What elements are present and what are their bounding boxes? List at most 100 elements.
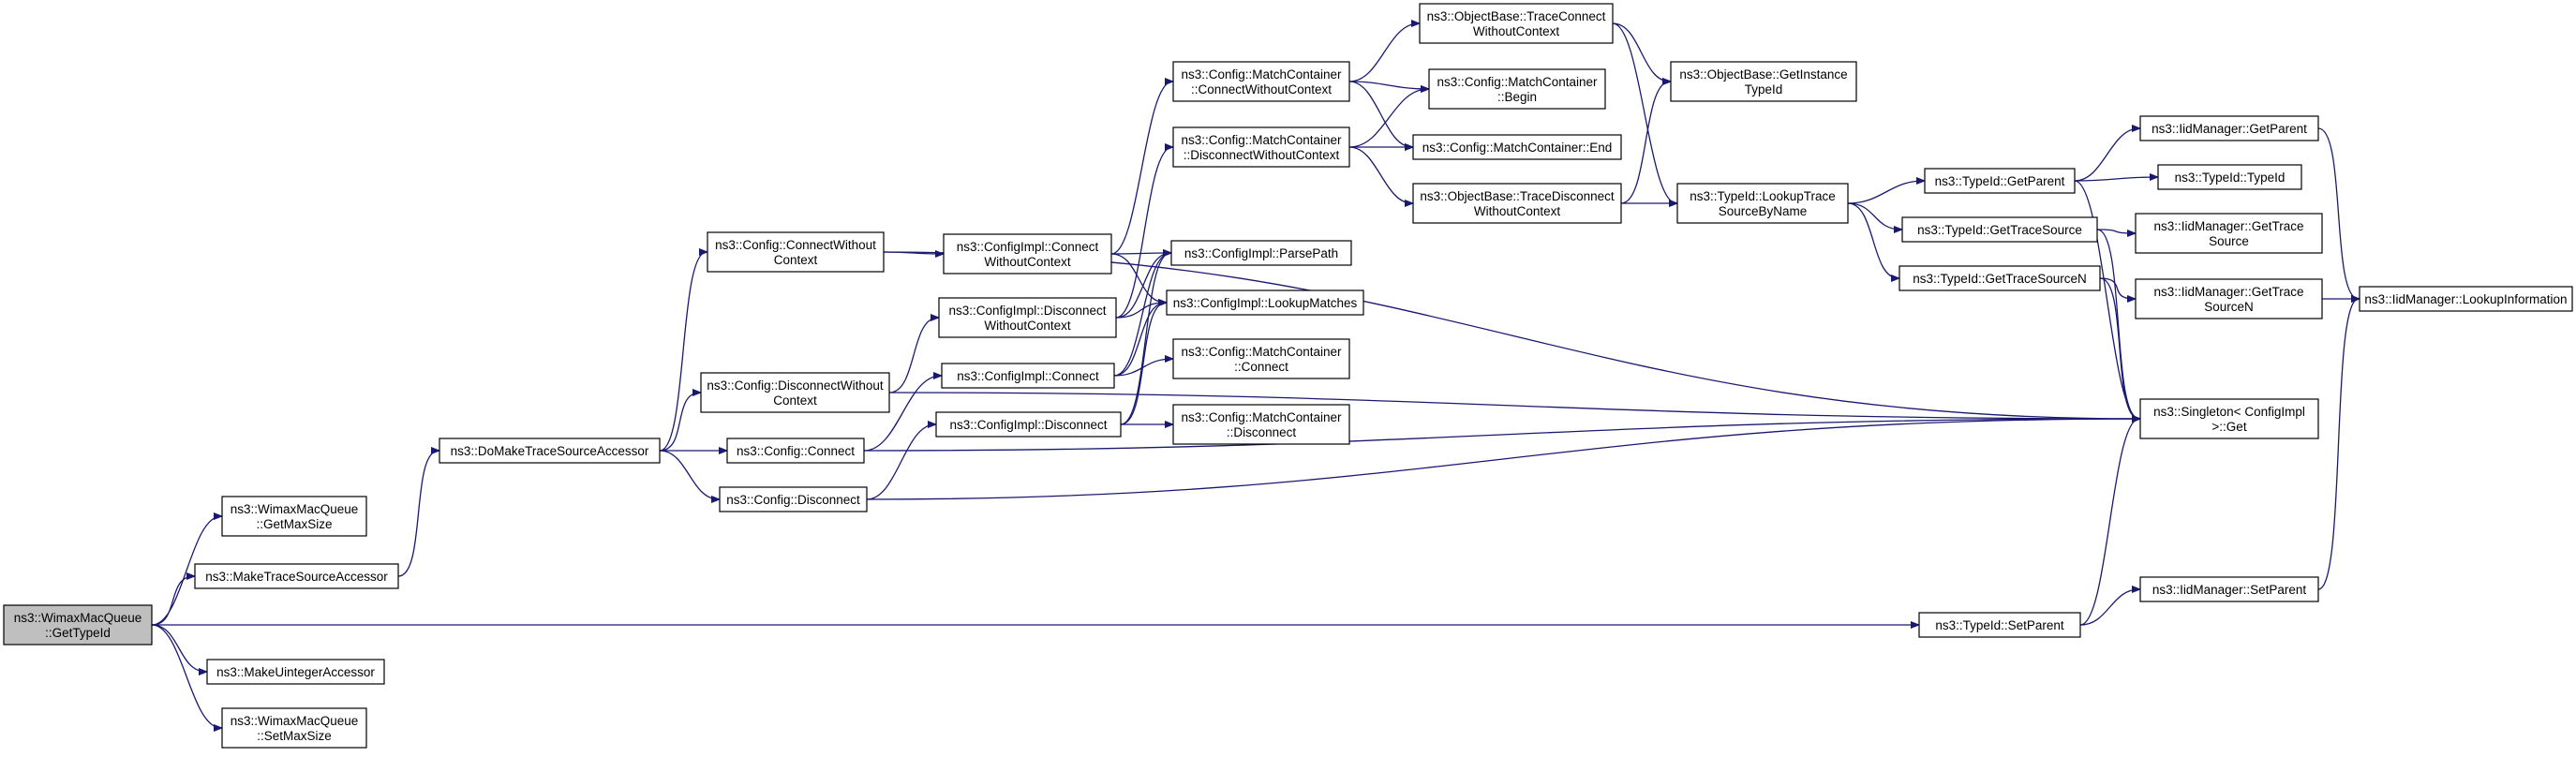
node-cfgDiscWC[interactable]: ns3::Config::DisconnectWithoutContext: [700, 372, 890, 413]
node-label-obGetInstTid-0: ns3::ObjectBase::GetInstance: [1679, 67, 1847, 82]
node-makeTSA[interactable]: ns3::MakeTraceSourceAccessor: [194, 563, 399, 589]
node-label-setMaxSize-1: ::SetMaxSize: [257, 729, 332, 743]
node-box-mcDiscWC[interactable]: [1172, 126, 1350, 168]
node-label-cfgConnect-0: ns3::Config::Connect: [737, 444, 855, 458]
edge-tidGetTS-to-singletonGet: [2096, 229, 2139, 419]
node-box-getMaxSize[interactable]: [221, 496, 367, 537]
node-obTraceConnWC[interactable]: ns3::ObjectBase::TraceConnectWithoutCont…: [1419, 3, 1614, 44]
node-box-mcBegin[interactable]: [1428, 68, 1606, 110]
node-cfgConnWC[interactable]: ns3::Config::ConnectWithoutContext: [707, 231, 885, 273]
node-mcDiscWC[interactable]: ns3::Config::MatchContainer::DisconnectW…: [1172, 126, 1350, 168]
node-label-iidGetTSN-1: SourceN: [2204, 300, 2254, 314]
edge-tidSetParent-to-singletonGet: [2079, 419, 2139, 626]
node-mcBegin[interactable]: ns3::Config::MatchContainer::Begin: [1428, 68, 1606, 110]
node-box-tidGetTSN[interactable]: [1898, 265, 2101, 291]
node-implConnWC[interactable]: ns3::ConfigImpl::ConnectWithoutContext: [943, 233, 1112, 275]
node-box-parsePath[interactable]: [1170, 240, 1352, 266]
node-box-implConnWC[interactable]: [943, 233, 1112, 275]
node-box-tidLookupTSBN[interactable]: [1676, 183, 1849, 224]
node-label-getMaxSize-1: ::GetMaxSize: [256, 517, 332, 531]
node-makeUIA[interactable]: ns3::MakeUintegerAccessor: [206, 659, 385, 685]
node-box-singletonGet[interactable]: [2139, 398, 2319, 439]
node-box-mcEnd[interactable]: [1412, 134, 1622, 160]
node-box-obTraceConnWC[interactable]: [1419, 3, 1614, 44]
node-label-tidLookupTSBN-1: SourceByName: [1719, 204, 1808, 218]
node-mcEnd[interactable]: ns3::Config::MatchContainer::End: [1412, 134, 1622, 160]
node-box-lookupMatches[interactable]: [1166, 289, 1364, 316]
edge-getTypeId-to-getMaxSize: [151, 516, 221, 626]
node-box-getTypeId[interactable]: [3, 604, 153, 646]
node-implDisconnect[interactable]: ns3::ConfigImpl::Disconnect: [935, 411, 1122, 438]
node-tidGetTSN[interactable]: ns3::TypeId::GetTraceSourceN: [1898, 265, 2101, 291]
edge-tidGetParent-to-iidGetParent: [2074, 128, 2139, 182]
node-setMaxSize[interactable]: ns3::WimaxMacQueue::SetMaxSize: [221, 707, 367, 749]
node-tidGetTS[interactable]: ns3::TypeId::GetTraceSource: [1901, 216, 2098, 243]
node-label-mcConnWC-0: ns3::Config::MatchContainer: [1181, 67, 1342, 82]
edge-cfgDiscWC-to-implDiscWC: [888, 318, 938, 393]
node-box-iidGetParent[interactable]: [2139, 115, 2319, 141]
node-label-singletonGet-1: >::Get: [2211, 420, 2246, 434]
node-box-mcDisconnect[interactable]: [1172, 404, 1350, 445]
node-iidSetParent[interactable]: ns3::IidManager::SetParent: [2139, 576, 2319, 602]
node-getMaxSize[interactable]: ns3::WimaxMacQueue::GetMaxSize: [221, 496, 367, 537]
node-label-cfgDisconnect-0: ns3::Config::Disconnect: [726, 493, 860, 507]
node-iidLookupInfo[interactable]: ns3::IidManager::LookupInformation: [2359, 286, 2573, 312]
node-box-implDisconnect[interactable]: [935, 411, 1122, 438]
node-implConnect[interactable]: ns3::ConfigImpl::Connect: [941, 363, 1115, 389]
node-box-mcConnWC[interactable]: [1172, 61, 1350, 102]
node-box-setMaxSize[interactable]: [221, 707, 367, 749]
node-box-cfgConnWC[interactable]: [707, 231, 885, 273]
node-box-iidGetTS[interactable]: [2135, 213, 2323, 254]
edge-implConnWC-to-mcConnWC: [1110, 82, 1172, 255]
node-box-obTraceDiscWC[interactable]: [1412, 183, 1622, 224]
node-box-tidGetTS[interactable]: [1901, 216, 2098, 243]
node-lookupMatches[interactable]: ns3::ConfigImpl::LookupMatches: [1166, 289, 1364, 316]
node-mcConnWC[interactable]: ns3::Config::MatchContainer::ConnectWith…: [1172, 61, 1350, 102]
node-box-iidGetTSN[interactable]: [2135, 278, 2323, 319]
node-label-getTypeId-1: ::GetTypeId: [45, 626, 111, 640]
node-implDiscWC[interactable]: ns3::ConfigImpl::DisconnectWithoutContex…: [938, 297, 1117, 338]
node-iidGetTSN[interactable]: ns3::IidManager::GetTraceSourceN: [2135, 278, 2323, 319]
node-parsePath[interactable]: ns3::ConfigImpl::ParsePath: [1170, 240, 1352, 266]
edge-cfgConnect-to-implConnect: [863, 376, 941, 452]
edge-tidGetParent-to-singletonGet: [2074, 180, 2139, 419]
node-label-parsePath-0: ns3::ConfigImpl::ParsePath: [1184, 246, 1338, 260]
node-cfgConnect[interactable]: ns3::Config::Connect: [726, 438, 865, 464]
node-box-tidGetParent[interactable]: [1924, 168, 2076, 194]
node-tidSetParent[interactable]: ns3::TypeId::SetParent: [1918, 612, 2081, 638]
node-box-makeUIA[interactable]: [206, 659, 385, 685]
node-label-mcDiscWC-1: ::DisconnectWithoutContext: [1184, 148, 1340, 162]
node-box-obGetInstTid[interactable]: [1670, 61, 1857, 102]
node-box-doMakeTSA[interactable]: [439, 438, 661, 464]
node-box-makeTSA[interactable]: [194, 563, 399, 589]
node-tidTypeId[interactable]: ns3::TypeId::TypeId: [2157, 164, 2302, 190]
node-label-mcConnect-1: ::Connect: [1234, 360, 1288, 374]
node-iidGetTS[interactable]: ns3::IidManager::GetTraceSource: [2135, 213, 2323, 254]
node-mcConnect[interactable]: ns3::Config::MatchContainer::Connect: [1172, 338, 1350, 379]
node-box-implConnect[interactable]: [941, 363, 1115, 389]
node-getTypeId[interactable]: ns3::WimaxMacQueue::GetTypeId: [3, 604, 153, 646]
edge-tidGetTSN-to-singletonGet: [2099, 277, 2139, 419]
node-iidGetParent[interactable]: ns3::IidManager::GetParent: [2139, 115, 2319, 141]
node-box-cfgDisconnect[interactable]: [719, 486, 868, 512]
node-doMakeTSA[interactable]: ns3::DoMakeTraceSourceAccessor: [439, 438, 661, 464]
node-box-iidSetParent[interactable]: [2139, 576, 2319, 602]
node-box-iidLookupInfo[interactable]: [2359, 286, 2573, 312]
node-label-tidGetTSN-0: ns3::TypeId::GetTraceSourceN: [1913, 272, 2087, 286]
edge-getTypeId-to-makeUIA: [151, 624, 206, 672]
node-obTraceDiscWC[interactable]: ns3::ObjectBase::TraceDisconnectWithoutC…: [1412, 183, 1622, 224]
node-cfgDisconnect[interactable]: ns3::Config::Disconnect: [719, 486, 868, 512]
node-box-cfgDiscWC[interactable]: [700, 372, 890, 413]
node-label-obTraceConnWC-1: WithoutContext: [1473, 24, 1560, 38]
edge-implDisconnect-to-lookupMatches: [1120, 303, 1166, 425]
node-tidGetParent[interactable]: ns3::TypeId::GetParent: [1924, 168, 2076, 194]
node-mcDisconnect[interactable]: ns3::Config::MatchContainer::Disconnect: [1172, 404, 1350, 445]
node-box-tidSetParent[interactable]: [1918, 612, 2081, 638]
node-box-mcConnect[interactable]: [1172, 338, 1350, 379]
node-box-cfgConnect[interactable]: [726, 438, 865, 464]
node-box-implDiscWC[interactable]: [938, 297, 1117, 338]
node-box-tidTypeId[interactable]: [2157, 164, 2302, 190]
node-singletonGet[interactable]: ns3::Singleton< ConfigImpl >::Get: [2139, 398, 2319, 439]
